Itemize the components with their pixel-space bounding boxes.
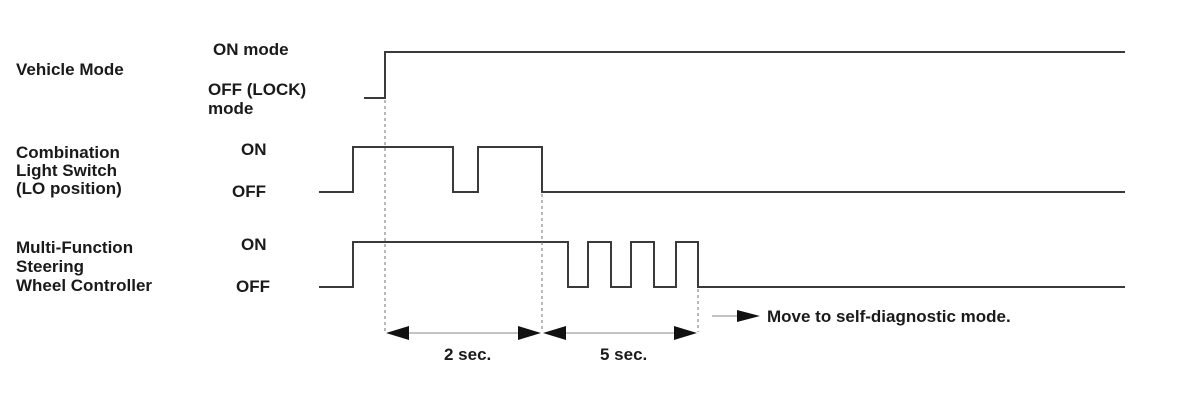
waveform-multi-function-steering xyxy=(319,241,1125,288)
duration-marker-2-sec: 2 sec. xyxy=(386,326,541,364)
waveform-combination-light-switch xyxy=(319,146,1125,193)
signal-name-line: Wheel Controller xyxy=(16,276,152,295)
arrow-left-icon xyxy=(543,326,566,340)
arrow-right-icon xyxy=(518,326,541,340)
state-label-high: ON xyxy=(241,140,267,159)
self-diagnostic-annotation: Move to self-diagnostic mode. xyxy=(712,307,1011,326)
signal-name-line: Multi-Function xyxy=(16,238,133,257)
arrow-right-icon xyxy=(674,326,697,340)
signal-label-combination-light-switch: Combination Light Switch (LO position) xyxy=(16,143,122,198)
state-label-low: OFF xyxy=(232,182,266,201)
signal-name-line: (LO position) xyxy=(16,179,122,198)
signal-label-multi-function-steering: Multi-Function Steering Wheel Controller xyxy=(16,238,152,295)
state-label-low: OFF (LOCK) xyxy=(208,80,306,99)
signal-name-line: Steering xyxy=(16,257,84,276)
duration-label: 5 sec. xyxy=(600,345,647,364)
signal-name-line: Combination xyxy=(16,143,120,162)
arrow-left-icon xyxy=(386,326,409,340)
signal-label-vehicle-mode: Vehicle Mode xyxy=(16,60,124,79)
signal-name-line: Vehicle Mode xyxy=(16,60,124,79)
signal-name-line: Light Switch xyxy=(16,161,117,180)
state-label-low: mode xyxy=(208,99,253,118)
duration-marker-5-sec: 5 sec. xyxy=(543,326,697,364)
duration-label: 2 sec. xyxy=(444,345,491,364)
state-label-low: OFF xyxy=(236,277,270,296)
state-label-high: ON mode xyxy=(213,40,289,59)
state-label-high: ON xyxy=(241,235,267,254)
annotation-text: Move to self-diagnostic mode. xyxy=(767,307,1011,326)
arrow-right-icon xyxy=(737,310,760,322)
waveform-vehicle-mode xyxy=(364,51,1125,99)
